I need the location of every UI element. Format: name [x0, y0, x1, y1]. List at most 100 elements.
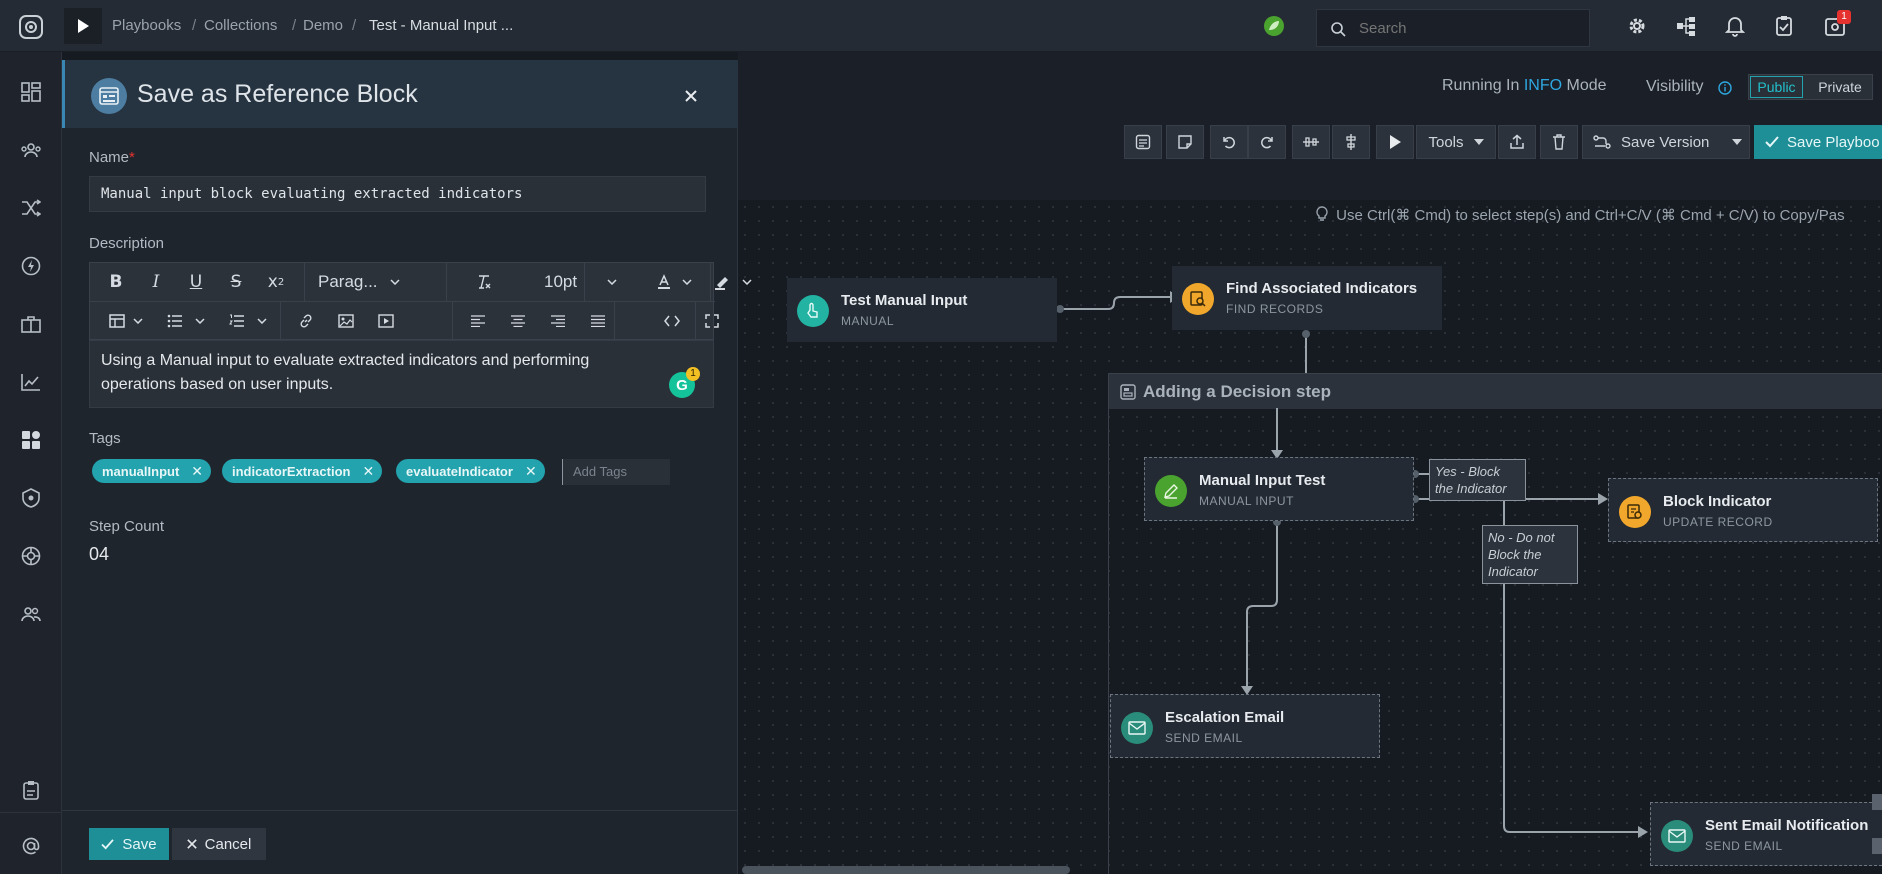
italic-button[interactable]: I — [152, 272, 160, 292]
fullscreen-button[interactable] — [694, 302, 730, 340]
clipboard-list-icon[interactable] — [15, 774, 47, 806]
decision-group[interactable]: Adding a Decision step — [1108, 373, 1882, 874]
breadcrumb-demo[interactable]: Demo — [303, 17, 344, 34]
font-size-select[interactable]: 10pt — [532, 263, 628, 301]
briefcase-icon[interactable] — [15, 308, 47, 340]
update-record-icon — [1619, 496, 1651, 528]
chevron-down-icon — [682, 279, 692, 285]
name-input-value[interactable]: Manual input block evaluating extracted … — [101, 186, 523, 202]
scroll-handle[interactable] — [1872, 794, 1882, 810]
close-icon — [186, 839, 197, 849]
node-test-manual-input[interactable]: Test Manual Input MANUAL — [787, 278, 1057, 342]
close-icon[interactable] — [681, 86, 701, 106]
strikethrough-button[interactable]: S — [230, 272, 242, 292]
save-playbook-label: Save Playboo — [1787, 133, 1880, 151]
cancel-button[interactable]: Cancel — [172, 828, 266, 860]
node-subtitle: SEND EMAIL — [1165, 731, 1243, 745]
edge-label-yes[interactable]: Yes - Block the Indicator — [1429, 459, 1526, 501]
search-box[interactable] — [1316, 9, 1590, 47]
system-alerts-icon[interactable] — [1822, 13, 1850, 39]
node-block-indicator[interactable]: Block Indicator UPDATE RECORD — [1608, 478, 1878, 542]
settings-gear-icon[interactable] — [1624, 13, 1650, 39]
panel-title: Save as Reference Block — [137, 80, 418, 108]
info-icon[interactable] — [1717, 80, 1733, 96]
insert-link-button[interactable] — [288, 302, 324, 340]
numbered-list-button[interactable] — [220, 302, 276, 340]
dashboard-icon[interactable] — [15, 76, 47, 108]
delete-button[interactable] — [1540, 125, 1578, 159]
remove-tag-icon[interactable]: ✕ — [362, 462, 375, 479]
notes-button[interactable] — [1166, 125, 1204, 159]
apps-grid-icon[interactable] — [15, 424, 47, 456]
align-horizontal-button[interactable] — [1292, 125, 1330, 159]
remove-tag-icon[interactable]: ✕ — [191, 462, 204, 479]
align-vertical-button[interactable] — [1332, 125, 1370, 159]
undo-button[interactable] — [1210, 125, 1248, 159]
properties-button[interactable] — [1124, 125, 1162, 159]
caret-down-icon — [1732, 139, 1742, 145]
automation-bolt-icon[interactable] — [15, 250, 47, 282]
save-version-dropdown[interactable]: Save Version — [1582, 125, 1750, 159]
node-manual-input-test[interactable]: Manual Input Test MANUAL INPUT — [1144, 457, 1414, 521]
node-title: Find Associated Indicators — [1226, 280, 1418, 297]
paragraph-format-select[interactable]: Parag... — [308, 263, 414, 301]
bold-button[interactable]: B — [109, 272, 123, 292]
scroll-handle[interactable] — [1872, 838, 1882, 854]
status-leaf-icon[interactable] — [1262, 14, 1286, 38]
visibility-private-option[interactable]: Private — [1818, 79, 1862, 95]
teams-icon[interactable] — [15, 134, 47, 166]
export-button[interactable] — [1498, 125, 1536, 159]
app-logo-icon[interactable] — [14, 12, 48, 42]
copy-paste-hint: Use Ctrl(⌘ Cmd) to select step(s) and Ct… — [1316, 206, 1845, 224]
remove-tag-icon[interactable]: ✕ — [524, 462, 537, 479]
group-header: Adding a Decision step — [1109, 374, 1882, 409]
mode-value[interactable]: INFO — [1523, 77, 1563, 94]
users-icon[interactable] — [15, 598, 47, 630]
node-find-associated-indicators[interactable]: Find Associated Indicators FIND RECORDS — [1172, 266, 1442, 330]
navigation-rail — [0, 52, 62, 874]
breadcrumb-collections[interactable]: Collections — [204, 17, 278, 34]
justify-button[interactable] — [580, 302, 616, 340]
bullet-list-button[interactable] — [158, 302, 214, 340]
description-content[interactable]: Using a Manual input to evaluate extract… — [101, 349, 589, 397]
hierarchy-icon[interactable] — [1673, 13, 1699, 39]
node-escalation-email[interactable]: Escalation Email SEND EMAIL — [1110, 694, 1380, 758]
horizontal-scrollbar[interactable] — [742, 866, 1070, 874]
visibility-public-option[interactable]: Public — [1750, 76, 1803, 98]
insert-table-button[interactable] — [98, 302, 154, 340]
highlight-color-button[interactable] — [710, 263, 766, 301]
group-title[interactable]: Adding a Decision step — [1143, 382, 1331, 401]
expand-sidebar-button[interactable] — [64, 8, 102, 44]
align-center-button[interactable] — [500, 302, 536, 340]
align-right-button[interactable] — [540, 302, 576, 340]
underline-button[interactable]: U — [189, 272, 203, 292]
node-subtitle: FIND RECORDS — [1226, 302, 1324, 316]
tasks-clipboard-icon[interactable] — [1771, 13, 1797, 39]
insert-media-button[interactable] — [368, 302, 404, 340]
at-sign-icon[interactable] — [15, 830, 47, 862]
insert-image-button[interactable] — [328, 302, 364, 340]
name-field[interactable]: Manual input block evaluating extracted … — [89, 176, 706, 212]
tools-dropdown[interactable]: Tools — [1416, 125, 1496, 159]
source-code-button[interactable] — [654, 302, 690, 340]
analytics-chart-icon[interactable] — [15, 366, 47, 398]
global-settings-icon[interactable] — [15, 540, 47, 572]
run-playbook-button[interactable] — [1376, 125, 1414, 159]
save-playbook-button[interactable]: Save Playboo — [1754, 125, 1882, 159]
add-tags-input[interactable]: Add Tags — [562, 459, 670, 485]
shuffle-icon[interactable] — [15, 192, 47, 224]
chevron-down-icon — [607, 279, 617, 285]
shield-icon[interactable] — [15, 482, 47, 514]
breadcrumb-playbooks[interactable]: Playbooks — [112, 17, 182, 34]
redo-button[interactable] — [1248, 125, 1286, 159]
notifications-bell-icon[interactable] — [1722, 13, 1748, 39]
clear-format-button[interactable] — [466, 263, 502, 301]
align-left-button[interactable] — [460, 302, 496, 340]
node-sent-email-notification[interactable]: Sent Email Notification SEND EMAIL — [1650, 802, 1882, 866]
save-button[interactable]: Save — [89, 828, 169, 860]
description-editor[interactable]: Using a Manual input to evaluate extract… — [89, 340, 714, 408]
search-input[interactable] — [1359, 16, 1579, 40]
edge-label-no[interactable]: No - Do not Block the Indicator — [1482, 525, 1578, 584]
text-color-button[interactable] — [646, 263, 702, 301]
